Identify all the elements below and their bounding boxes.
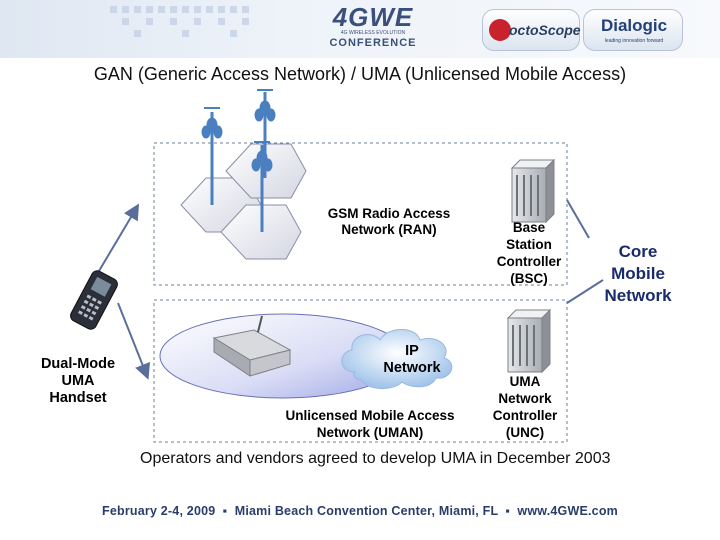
core-network-label: Core Mobile Network [604, 242, 672, 305]
dialogic-logo-text: Dialogic [600, 16, 668, 35]
bsc-server-icon [510, 158, 556, 224]
ran-label: GSM Radio Access Network (RAN) [327, 206, 451, 237]
handset-to-uman-arrow [117, 302, 151, 380]
conference-logo-word: CONFERENCE [329, 37, 417, 49]
bsc-label: Base Station Controller (BSC) [496, 220, 562, 286]
dialogic-tagline: leading innovation forward [604, 38, 664, 44]
octoscope-logo-text: octoScope [509, 22, 581, 38]
handset-label: Dual-Mode UMA Handset [40, 356, 116, 406]
footer-bar: February 2-4, 2009 ▪ Miami Beach Convent… [102, 504, 618, 518]
caption-text: Operators and vendors agreed to develop … [140, 450, 611, 467]
conference-logo-main: 4GWE [332, 2, 414, 32]
cell-tower-icon [251, 141, 273, 232]
mobile-handset-icon [70, 270, 118, 330]
ran-region [153, 142, 568, 286]
uman-label: Unlicensed Mobile Access Network (UMAN) [285, 408, 455, 440]
core-link-line [566, 279, 604, 304]
core-link-line [566, 199, 590, 239]
uman-region [153, 299, 568, 443]
slide-title: GAN (Generic Access Network) / UMA (Unli… [93, 64, 627, 84]
unc-label: UMA Network Controller (UNC) [492, 374, 558, 440]
ip-network-cloud [341, 329, 453, 389]
dialogic-logo: Dialogic leading innovation forward [583, 9, 683, 51]
header-pattern [110, 6, 249, 37]
handset-to-ran-arrow [95, 203, 140, 277]
ip-network-label: IP Network [383, 343, 441, 376]
access-point-icon [212, 315, 292, 377]
unc-server-icon [506, 308, 552, 374]
cell-tower-icon [201, 107, 223, 205]
conference-logo: 4GWE 4G WIRELESS EVOLUTION CONFERENCE [308, 4, 438, 54]
octoscope-logo: octoScope [482, 9, 581, 51]
conference-logo-sub: 4G WIRELESS EVOLUTION [340, 30, 406, 36]
octoscope-mark-icon [489, 19, 511, 41]
